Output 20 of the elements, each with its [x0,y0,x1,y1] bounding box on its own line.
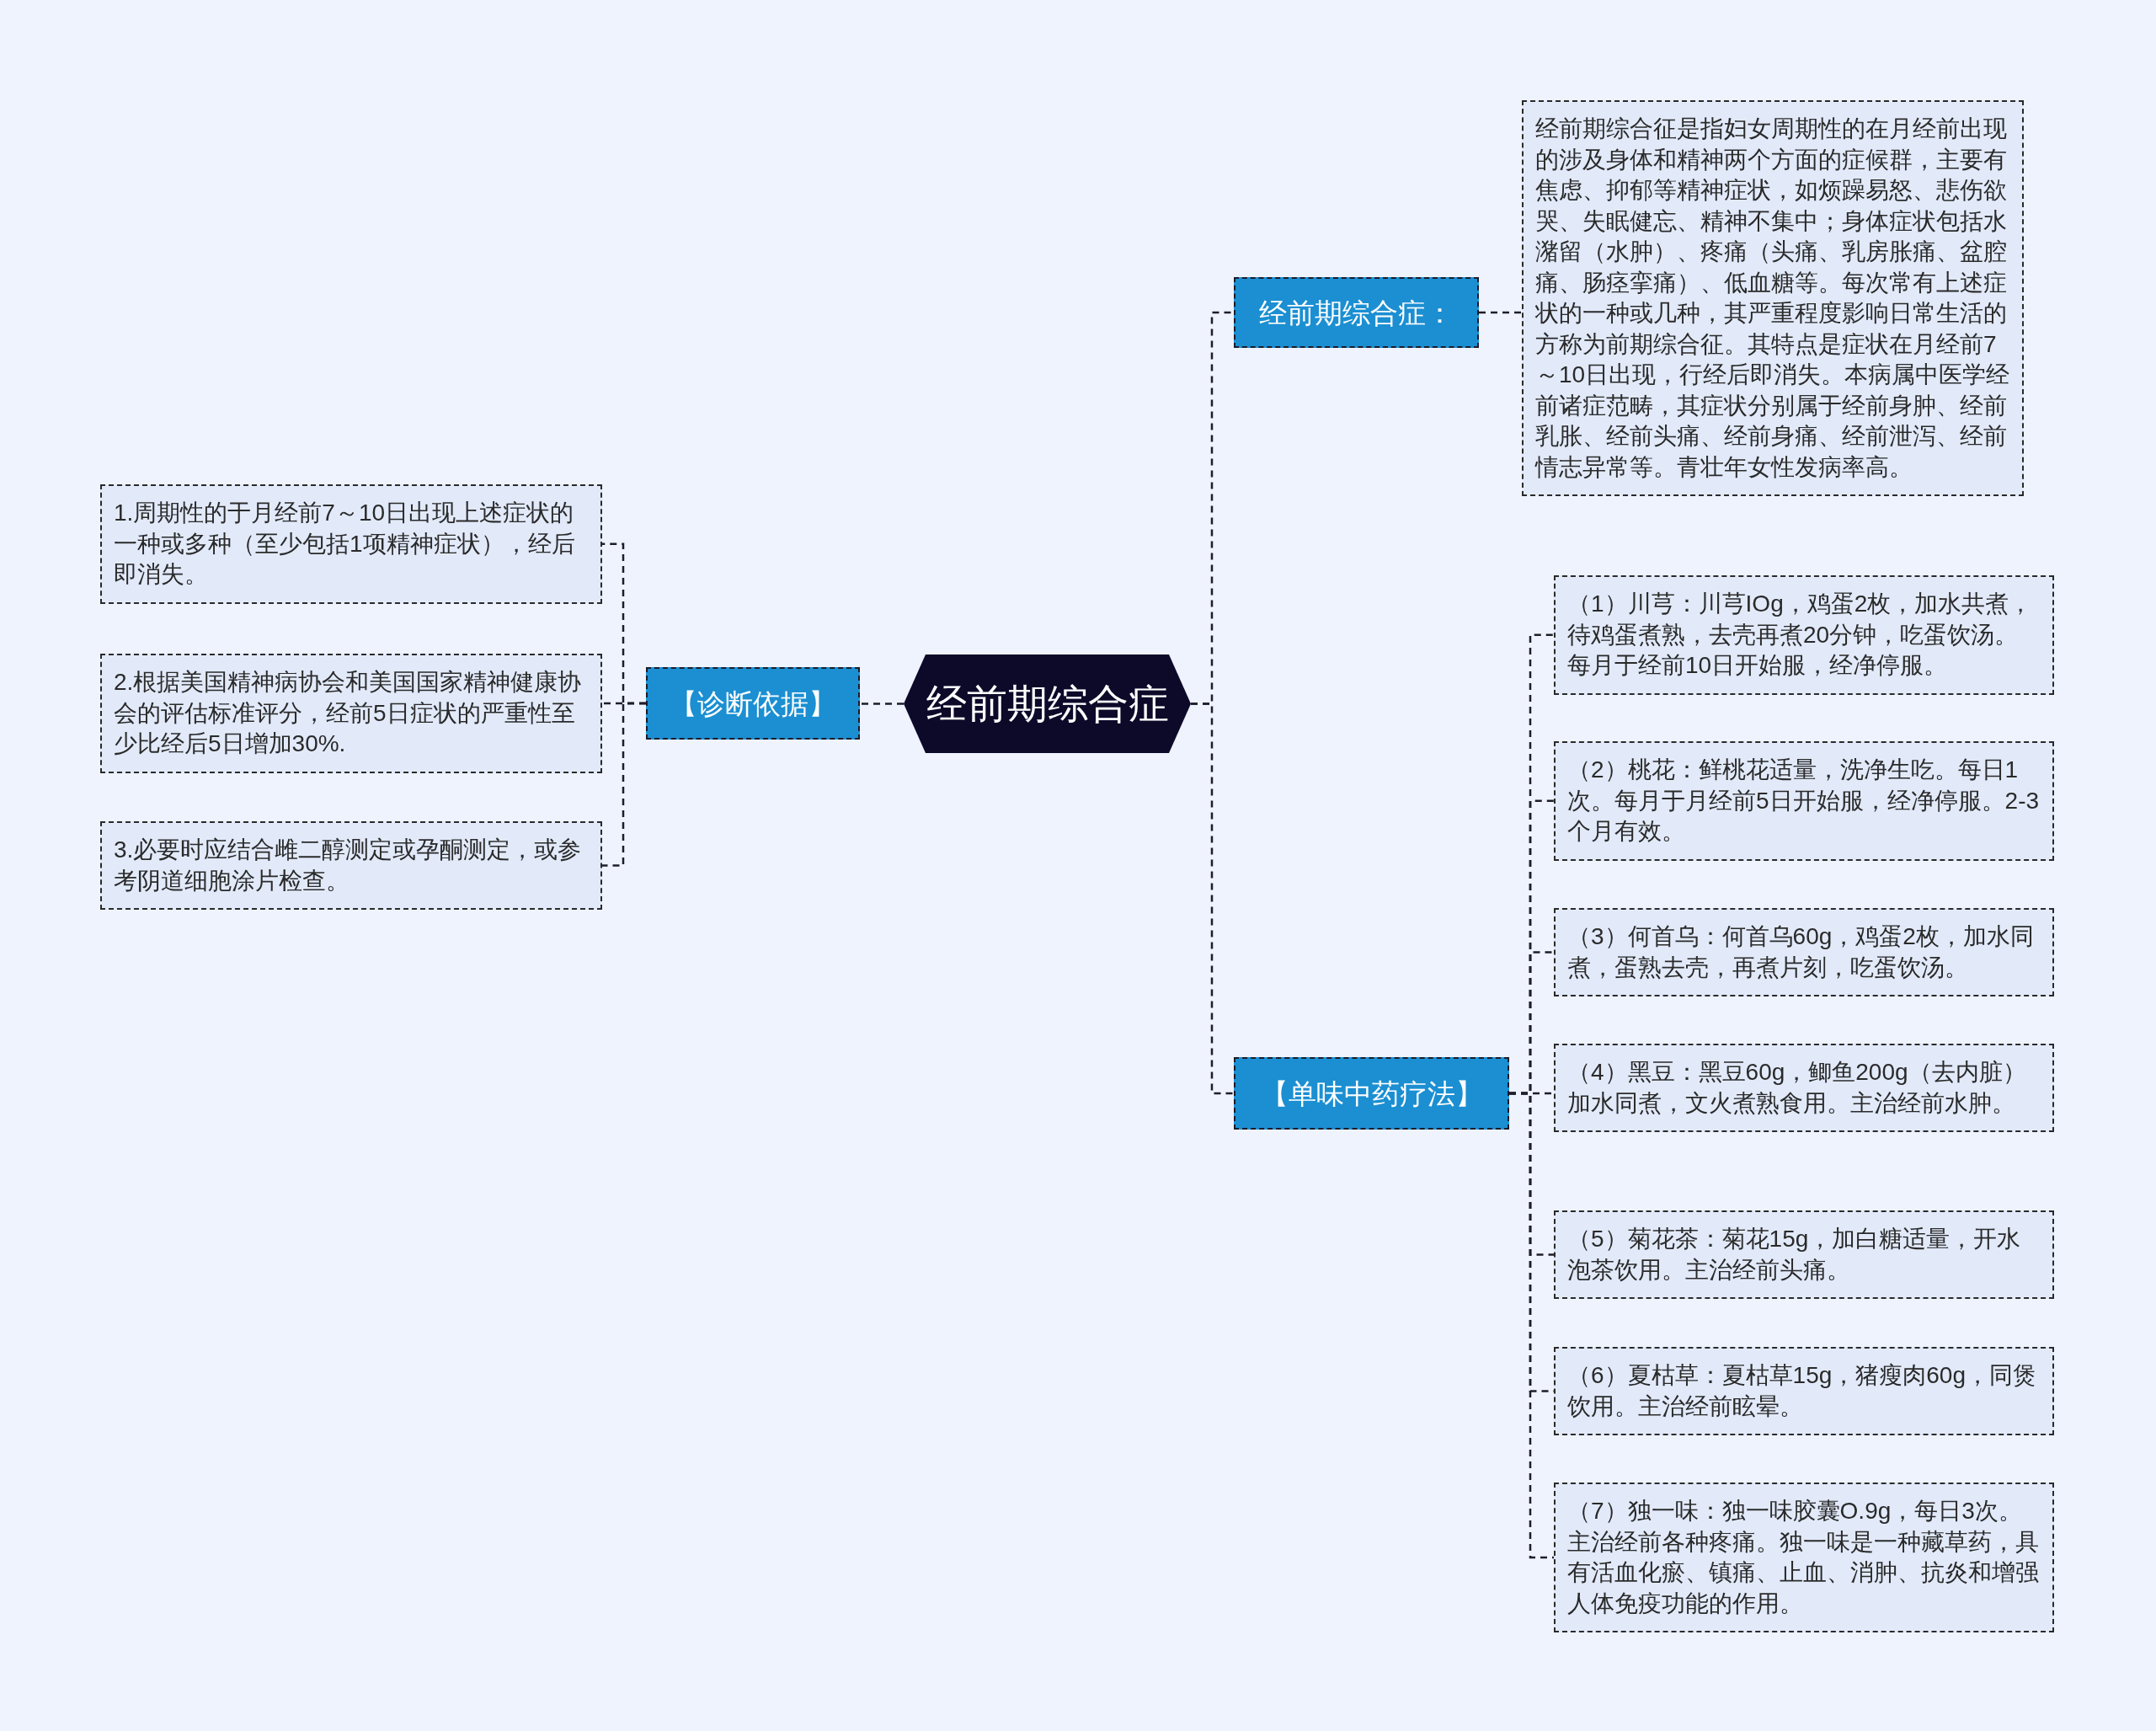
connector-line [602,702,646,867]
detail-note: 2.根据美国精神病协会和美国国家精神健康协会的评估标准评分，经前5日症状的严重性至少比经后5日增加30%. [100,654,602,773]
detail-note: 3.必要时应结合雌二醇测定或孕酮测定，或参考阴道细胞涂片检查。 [100,821,602,910]
detail-note: （3）何首乌：何首乌60g，鸡蛋2枚，加水同煮，蛋熟去壳，再煮片刻，吃蛋饮汤。 [1554,908,2054,996]
branch-topic: 【诊断依据】 [646,667,860,740]
connector-line [1509,1092,1554,1559]
detail-note: （4）黑豆：黑豆60g，鲫鱼200g（去内脏）加水同煮，文火煮熟食用。主治经前水肿。 [1554,1044,2054,1132]
detail-note: 经前期综合征是指妇女周期性的在月经前出现的涉及身体和精神两个方面的症候群，主要有焦虑、抑郁等精神症状，如烦躁易怒、悲伤欲哭、失眠健忘、精神不集中；身体症状包括水潴留（水肿）、疼痛（头痛、乳房胀痛、盆腔痛、肠痉挛痛）、低血糖等。每次常有上述症状的一种或几种，其严重程度影响日常生活的方称为前期综合征。其特点是症状在月经前7～10日出现，行经后即消失。本病属中医学经前诸症范畴，其症状分别属于经前身肿、经前乳胀、经前头痛、经前身痛、经前泄泻、经前情志异常等。青壮年女性发病率高。 [1522,100,2024,496]
connector-line [1479,311,1522,314]
detail-note: （7）独一味：独一味胶囊O.9g，每日3次。主治经前各种疼痛。独一味是一种藏草药，具有活血化瘀、镇痛、止血、消肿、抗炎和增强人体免疫功能的作用。 [1554,1483,2054,1632]
central-topic: 经前期综合症 [904,654,1191,753]
detail-note: 1.周期性的于月经前7～10日出现上述症状的一种或多种（至少包括1项精神症状），经后即消失。 [100,484,602,604]
detail-note: （2）桃花：鲜桃花适量，洗净生吃。每日1次。每月于月经前5日开始服，经净停服。2-3个月有效。 [1554,741,2054,861]
detail-note: （5）菊花茶：菊花15g，加白糖适量，开水泡茶饮用。主治经前头痛。 [1554,1210,2054,1299]
detail-note: （1）川芎：川芎IOg，鸡蛋2枚，加水共煮，待鸡蛋煮熟，去壳再煮20分钟，吃蛋饮汤。每月于经前10日开始服，经净停服。 [1554,575,2054,695]
connector-line [860,703,904,705]
connector-line [1191,703,1234,1095]
branch-topic: 经前期综合症： [1234,277,1479,348]
branch-topic: 【单味中药疗法】 [1234,1057,1509,1130]
detail-note: （6）夏枯草：夏枯草15g，猪瘦肉60g，同煲饮用。主治经前眩晕。 [1554,1347,2054,1435]
